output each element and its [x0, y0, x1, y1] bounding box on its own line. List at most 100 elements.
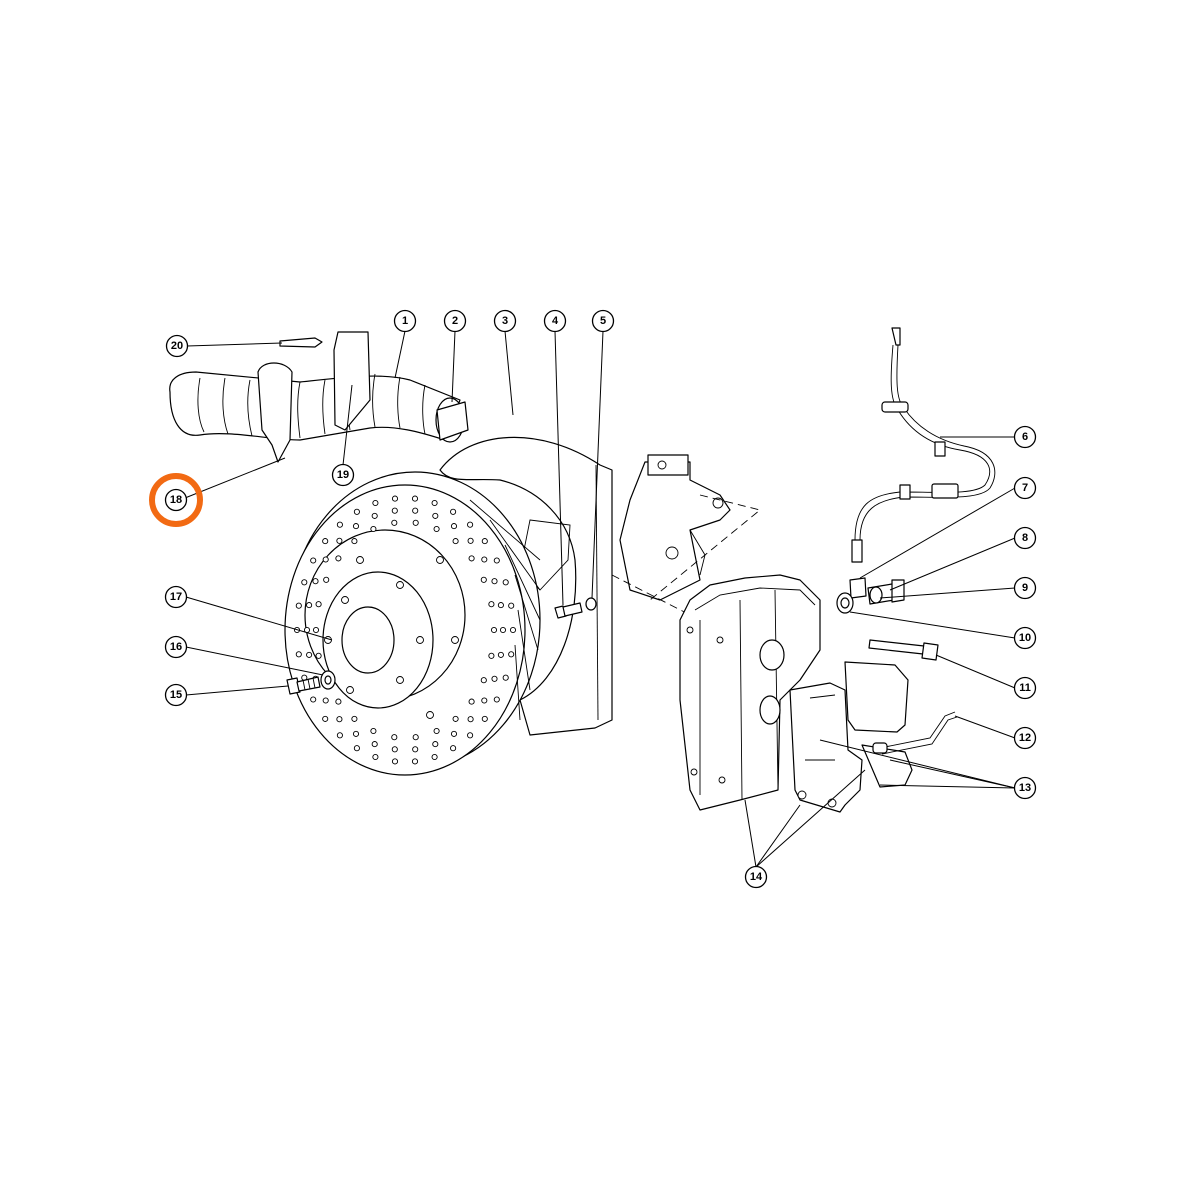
disc-drilled-hole: [467, 537, 474, 544]
disc-drilled-hole: [432, 512, 439, 519]
svg-text:8: 8: [1022, 532, 1028, 544]
disc-drilled-hole: [433, 727, 440, 735]
svg-text:10: 10: [1019, 632, 1031, 644]
disc-drilled-hole: [336, 537, 343, 544]
disc-hub-bolt-holes: [324, 556, 459, 719]
svg-text:18: 18: [170, 494, 182, 506]
callout-2[interactable]: 2: [443, 309, 467, 333]
disc-drilled-hole: [391, 746, 398, 753]
disc-drilled-hole: [499, 626, 507, 634]
disc-drilled-hole: [488, 601, 495, 608]
callout-14[interactable]: 14: [744, 865, 768, 889]
brake-backing-plate: [439, 436, 613, 736]
svg-text:2: 2: [452, 315, 458, 327]
callout-17[interactable]: 17: [164, 585, 188, 609]
callout-1[interactable]: 1: [393, 309, 417, 333]
disc-drilled-hole: [315, 601, 322, 608]
disc-drilled-hole: [450, 508, 457, 515]
callout-4[interactable]: 4: [543, 309, 567, 333]
disc-drilled-hole: [322, 556, 329, 563]
disc-cross-drilled-holes: [293, 495, 517, 765]
callout-7[interactable]: 7: [1013, 476, 1037, 500]
callout-10[interactable]: 10: [1013, 626, 1037, 650]
svg-text:3: 3: [502, 315, 508, 327]
disc-drilled-hole: [352, 730, 360, 737]
disc-drilled-hole: [412, 746, 419, 753]
disc-drilled-hole: [336, 716, 343, 723]
disc-retaining-bolt: [286, 676, 321, 695]
svg-text:12: 12: [1019, 732, 1031, 744]
brake-disc: [284, 471, 541, 776]
disc-drilled-hole: [491, 578, 498, 585]
disc-drilled-hole: [488, 652, 495, 659]
svg-text:19: 19: [337, 469, 349, 481]
disc-drilled-hole: [336, 732, 343, 739]
disc-drilled-hole: [353, 745, 360, 752]
svg-text:13: 13: [1019, 782, 1031, 794]
disc-drilled-hole: [312, 578, 319, 585]
shield-washer: [585, 597, 597, 611]
callout-8[interactable]: 8: [1013, 526, 1037, 550]
leader-lines: [184, 330, 1016, 868]
disc-drilled-hole: [450, 730, 458, 737]
callout-11[interactable]: 11: [1013, 676, 1037, 700]
disc-drilled-hole: [490, 626, 498, 634]
callout-5[interactable]: 5: [591, 309, 615, 333]
disc-drilled-hole: [508, 651, 515, 658]
disc-drilled-hole: [481, 715, 488, 722]
disc-drilled-hole: [310, 557, 317, 564]
disc-drilled-hole: [467, 521, 474, 528]
disc-drilled-hole: [412, 507, 419, 514]
disc-drilled-hole: [452, 715, 459, 722]
disc-drilled-hole: [315, 652, 322, 659]
highlight-ring: [149, 473, 203, 527]
disc-drilled-hole: [336, 521, 343, 528]
callout-19[interactable]: 19: [331, 463, 355, 487]
callout-16[interactable]: 16: [164, 635, 188, 659]
disc-drilled-hole: [306, 602, 313, 609]
disc-drilled-hole: [431, 753, 438, 761]
svg-text:20: 20: [171, 340, 183, 352]
callout-6[interactable]: 6: [1013, 425, 1037, 449]
disc-drilled-hole: [411, 758, 419, 765]
svg-text:14: 14: [750, 871, 763, 883]
disc-drilled-hole: [372, 753, 379, 761]
disc-drilled-hole: [322, 697, 329, 704]
disc-drilled-hole: [468, 698, 475, 705]
disc-drilled-hole: [312, 626, 320, 634]
svg-text:5: 5: [600, 315, 606, 327]
disc-drilled-hole: [432, 741, 439, 748]
svg-text:6: 6: [1022, 431, 1028, 443]
callout-20[interactable]: 20: [165, 334, 189, 358]
brake-cooling-duct: [169, 371, 469, 443]
svg-text:1: 1: [402, 315, 408, 327]
callout-15[interactable]: 15: [164, 683, 188, 707]
disc-drilled-hole: [295, 651, 302, 658]
callout-18[interactable]: 18: [149, 473, 203, 527]
duct-mounting-bracket: [257, 331, 371, 463]
disc-drilled-hole: [310, 696, 317, 703]
disc-drilled-hole: [493, 557, 500, 564]
callout-13[interactable]: 13: [1013, 776, 1037, 800]
disc-drilled-hole: [391, 519, 398, 526]
shield-bolt: [554, 602, 583, 619]
callout-9[interactable]: 9: [1013, 576, 1037, 600]
disc-drilled-hole: [450, 745, 457, 752]
disc-drilled-hole: [412, 734, 419, 741]
callout-12[interactable]: 12: [1013, 726, 1037, 750]
callout-3[interactable]: 3: [493, 309, 517, 333]
banjo-union: [836, 592, 854, 614]
disc-drilled-hole: [452, 538, 459, 545]
disc-drilled-hole: [353, 508, 360, 515]
disc-drilled-hole: [508, 602, 515, 609]
disc-drilled-hole: [497, 602, 504, 609]
svg-text:16: 16: [170, 641, 182, 653]
disc-drilled-hole: [481, 697, 488, 704]
disc-bolt-washer: [320, 670, 336, 690]
disc-drilled-hole: [431, 499, 438, 507]
disc-drilled-hole: [391, 495, 399, 502]
disc-drilled-hole: [371, 741, 378, 748]
disc-drilled-hole: [351, 715, 358, 722]
disc-drilled-hole: [335, 555, 342, 562]
